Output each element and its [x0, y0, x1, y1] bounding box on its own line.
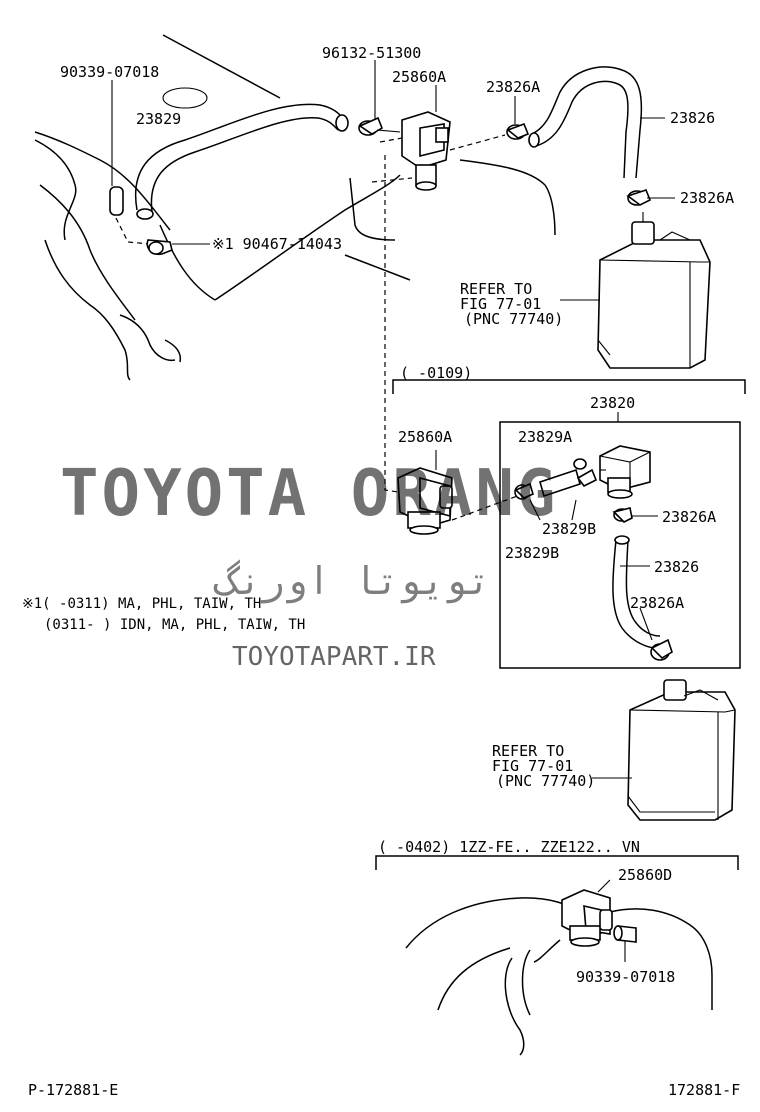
label-23820: 23820 [590, 394, 635, 412]
label-refer2-line1: REFER TO [492, 742, 564, 760]
hose-23826-mid [612, 535, 661, 649]
part-labels: 90339-07018 96132-51300 25860A 23826A 23… [60, 44, 734, 986]
watermark-brand: TOYOTA ORANG [60, 457, 558, 531]
box-23820 [499, 421, 741, 669]
label-refer2-line2: FIG 77-01 [492, 757, 573, 775]
footer-right: 172881-F [668, 1081, 740, 1099]
vsv-25860a-mid [397, 467, 453, 535]
label-23826a-mid: 23826A [662, 508, 716, 526]
clamp-23826a-low [650, 638, 673, 661]
canister-top [597, 212, 711, 369]
ring-seal [162, 87, 208, 109]
label-refer1-line3: (PNC 77740) [464, 310, 563, 328]
label-25860d: 25860D [618, 866, 672, 884]
label-23829-top: 23829 [136, 110, 181, 128]
label-refer1-line1: REFER TO [460, 280, 532, 298]
label-23826-mid: 23826 [654, 558, 699, 576]
applicability-notes: ※1( -0311) MA, PHL, TAIW, TH (0311- ) ID… [22, 596, 305, 633]
label-refer1-line2: FIG 77-01 [460, 295, 541, 313]
clamp-96132 [358, 116, 383, 136]
label-range-0109: ( -0109) [400, 364, 472, 382]
label-90467: ※1 90467-14043 [212, 235, 342, 253]
plug-90339-bottom [613, 925, 637, 943]
label-refer2-line3: (PNC 77740) [496, 772, 595, 790]
clamp-23826a-top [506, 122, 530, 140]
label-23829a: 23829A [518, 428, 572, 446]
footer-left: P-172881-E [28, 1081, 118, 1099]
label-23826-top: 23826 [670, 109, 715, 127]
plug-90339-top [109, 186, 151, 245]
bracket-0109 [392, 379, 746, 394]
label-25860a-top: 25860A [392, 68, 446, 86]
label-23829b-left: 23829B [505, 544, 559, 562]
label-25860a-mid: 25860A [398, 428, 452, 446]
vsv-25860a-top [401, 111, 451, 191]
canister-mid [627, 679, 736, 821]
clamp-23826a-mid [612, 507, 633, 523]
note-line-1: ※1( -0311) MA, PHL, TAIW, TH [22, 596, 261, 612]
hose-23826-top [528, 66, 643, 179]
clamp-23826a-right [626, 189, 652, 206]
bracket-0402 [375, 855, 739, 870]
label-23826a-right: 23826A [680, 189, 734, 207]
hose-23829a [539, 458, 598, 498]
label-23826a-top: 23826A [486, 78, 540, 96]
vsv-23820 [599, 445, 651, 499]
watermark-persian: تویوتا اورنگ [213, 559, 491, 604]
label-90339-bottom: 90339-07018 [576, 968, 675, 986]
label-96132: 96132-51300 [322, 44, 421, 62]
watermark: TOYOTA ORANG تویوتا اورنگ TOYOTAPART.IR [60, 457, 558, 672]
watermark-site: TOYOTAPART.IR [232, 642, 436, 672]
label-23829b-right: 23829B [542, 520, 596, 538]
clamp-23829b [514, 482, 534, 500]
hose-23829 [135, 103, 349, 220]
note-line-2: (0311- ) IDN, MA, PHL, TAIW, TH [44, 617, 305, 633]
vsv-25860d [561, 889, 613, 947]
leader-lines [111, 60, 675, 779]
label-90339-top: 90339-07018 [60, 63, 159, 81]
label-23826a-low: 23826A [630, 594, 684, 612]
label-range-0402: ( -0402) 1ZZ-FE.. ZZE122.. VN [378, 838, 640, 856]
clip-90467 [146, 239, 173, 256]
